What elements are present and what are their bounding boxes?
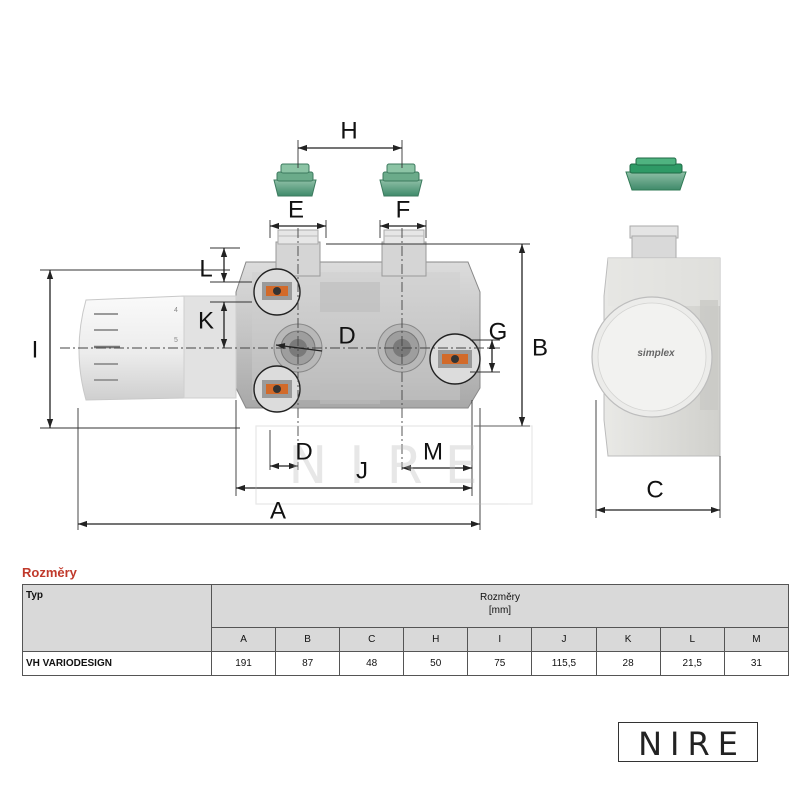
front-view: 4 5 xyxy=(32,118,548,530)
cell-I: 75 xyxy=(467,651,533,676)
cell-M: 31 xyxy=(723,651,790,676)
cell-K: 28 xyxy=(595,651,661,676)
watermark: NIRE xyxy=(255,425,533,505)
label-B: B xyxy=(532,335,548,362)
dimensions-group-header: Rozměry [mm] xyxy=(210,584,790,628)
logo-text: NIRE xyxy=(638,725,746,763)
thermostat-mark-4: 4 xyxy=(174,307,178,314)
nire-logo: NIRE xyxy=(618,722,758,763)
watermark-text: NIRE xyxy=(288,436,499,496)
column-header-L: L xyxy=(659,627,725,652)
side-view: simplex C xyxy=(591,157,721,518)
dimensions-group-unit: [mm] xyxy=(488,605,512,616)
label-L: L xyxy=(199,256,212,283)
connector-cap-side xyxy=(625,157,687,191)
side-cap: simplex xyxy=(591,296,713,418)
label-F: F xyxy=(396,197,411,224)
row-name: VH VARIODESIGN xyxy=(22,651,212,676)
label-J: J xyxy=(356,458,368,485)
column-header-M: M xyxy=(723,627,790,652)
detail-inset-upper xyxy=(253,268,301,316)
label-M: M xyxy=(423,439,443,466)
detail-inset-right xyxy=(429,333,481,385)
label-K: K xyxy=(198,308,214,335)
label-H: H xyxy=(340,118,357,145)
column-header-B: B xyxy=(275,627,341,652)
type-header: Typ xyxy=(22,584,212,652)
neck-right xyxy=(381,229,427,277)
label-I: I xyxy=(32,337,39,364)
section-title: Rozměry xyxy=(22,565,77,580)
table-row: VH VARIODESIGN 191 87 48 50 75 115,5 28 … xyxy=(22,651,790,676)
column-header-C: C xyxy=(339,627,405,652)
dimensions-table: Typ Rozměry [mm] A B C H I J K L M VH VA… xyxy=(22,584,790,676)
cell-B: 87 xyxy=(275,651,341,676)
cell-L: 21,5 xyxy=(659,651,725,676)
label-D-bottom: D xyxy=(295,439,312,466)
cell-C: 48 xyxy=(339,651,405,676)
detail-inset-lower xyxy=(253,365,301,413)
label-G: G xyxy=(489,319,508,346)
side-neck xyxy=(629,225,679,259)
column-header-A: A xyxy=(210,627,277,652)
dim-line-D-top xyxy=(275,343,323,352)
cell-H: 50 xyxy=(403,651,469,676)
cell-A: 191 xyxy=(210,651,277,676)
dimensions-group-title: Rozměry xyxy=(479,592,520,603)
column-header-J: J xyxy=(531,627,597,652)
label-C: C xyxy=(646,477,663,504)
connector-cap-left xyxy=(273,163,317,197)
label-A: A xyxy=(270,498,286,525)
connector-cap-right xyxy=(379,163,423,197)
cell-J: 115,5 xyxy=(531,651,597,676)
brand-label: simplex xyxy=(637,348,675,359)
label-D-top: D xyxy=(338,323,355,350)
thermostat-mark-5: 5 xyxy=(174,337,178,344)
label-E: E xyxy=(288,197,304,224)
column-header-K: K xyxy=(595,627,661,652)
technical-drawing: 4 5 xyxy=(32,118,721,530)
column-header-I: I xyxy=(467,627,533,652)
column-header-H: H xyxy=(403,627,469,652)
